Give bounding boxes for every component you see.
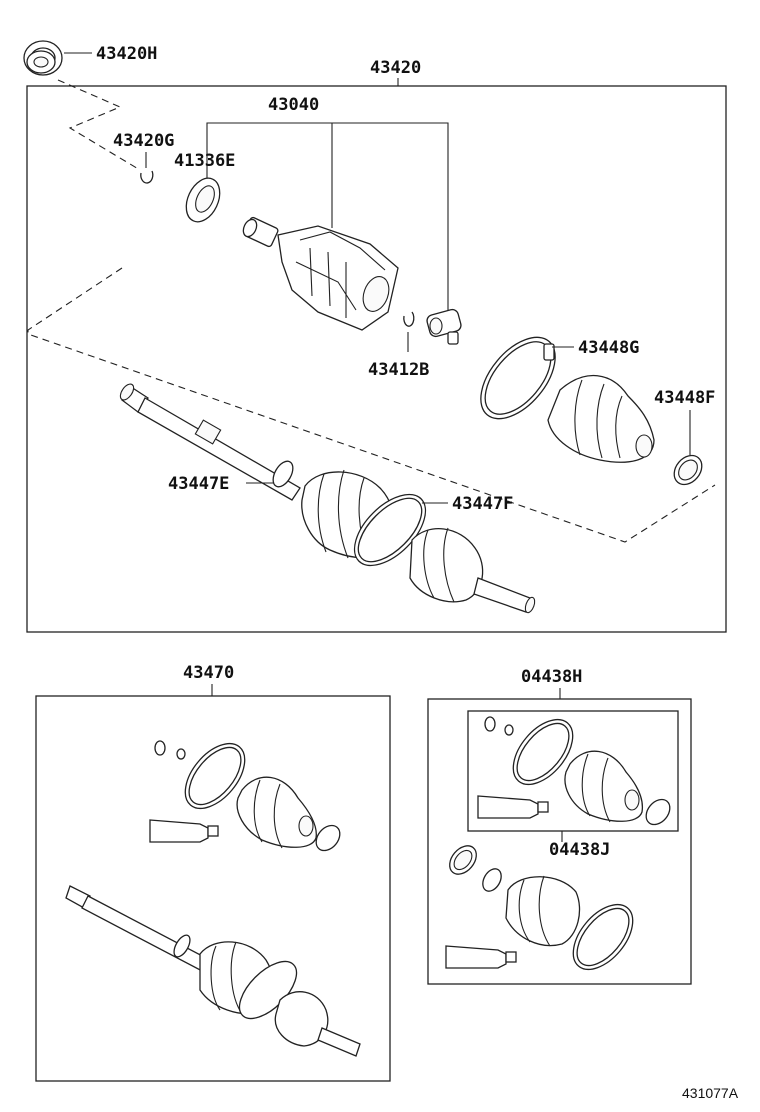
kit-43470-clamp-large[interactable] <box>174 733 257 820</box>
kit-04438H-clamp-small[interactable] <box>444 841 481 880</box>
kit-43470-box <box>35 695 391 1082</box>
kit-04438J-clamp-small[interactable] <box>641 795 674 829</box>
kit-43470-snap-rings[interactable] <box>154 740 186 760</box>
drive-shaft-part[interactable] <box>118 382 301 501</box>
clamp-43448G-part[interactable] <box>466 324 569 432</box>
label-43470[interactable]: 43470 <box>183 663 234 683</box>
label-43448G[interactable]: 43448G <box>578 338 639 358</box>
oil-seal-part[interactable] <box>23 40 63 76</box>
label-04438J[interactable]: 04438J <box>549 840 610 860</box>
label-43420G[interactable]: 43420G <box>113 131 174 151</box>
kit-43470-shaft-assembly[interactable] <box>65 885 361 1057</box>
tripod-joint-part[interactable] <box>426 308 463 345</box>
outboard-boot-part[interactable] <box>547 375 655 463</box>
clamp-43447E-part[interactable] <box>269 458 297 490</box>
clamp-43447F-part[interactable] <box>342 482 438 578</box>
label-43447F[interactable]: 43447F <box>452 494 513 514</box>
kit-04438J-inner-box <box>467 710 679 832</box>
label-43420[interactable]: 43420 <box>370 58 421 78</box>
kit-04438J-clamp-large[interactable] <box>502 709 585 796</box>
kit-43470-grease-tube[interactable] <box>149 819 219 843</box>
label-04438H[interactable]: 04438H <box>521 667 582 687</box>
outer-joint-part[interactable] <box>409 527 536 614</box>
kit-43470-clamp-small[interactable] <box>311 821 344 855</box>
label-43447E[interactable]: 43447E <box>168 474 229 494</box>
kit-04438H-clamp-large[interactable] <box>562 894 645 981</box>
kit-04438J-boot[interactable] <box>564 750 644 823</box>
kit-04438H-grease-tube[interactable] <box>445 945 517 969</box>
reference-code: 431077A <box>682 1085 739 1101</box>
kit-04438H-box <box>427 698 692 985</box>
label-41336E[interactable]: 41336E <box>174 151 235 171</box>
kit-43470-boot[interactable] <box>236 776 317 849</box>
clamp-43448F-part[interactable] <box>669 450 708 490</box>
outboard-joint-housing[interactable] <box>241 216 399 331</box>
shaft-assembly-box <box>26 85 727 633</box>
label-43412B[interactable]: 43412B <box>368 360 429 380</box>
snap-ring-43420G[interactable] <box>140 170 154 184</box>
kit-04438J-snap-rings[interactable] <box>484 716 514 736</box>
kit-04438J-grease-tube[interactable] <box>477 795 549 819</box>
label-43040[interactable]: 43040 <box>268 95 319 115</box>
kit-04438H-boot[interactable] <box>505 875 581 947</box>
kit-04438H-ring[interactable] <box>479 866 505 895</box>
label-43448F[interactable]: 43448F <box>654 388 715 408</box>
label-43420H[interactable]: 43420H <box>96 44 157 64</box>
snap-ring-43412B[interactable] <box>403 311 415 327</box>
ring-41336E-part[interactable] <box>180 173 227 227</box>
